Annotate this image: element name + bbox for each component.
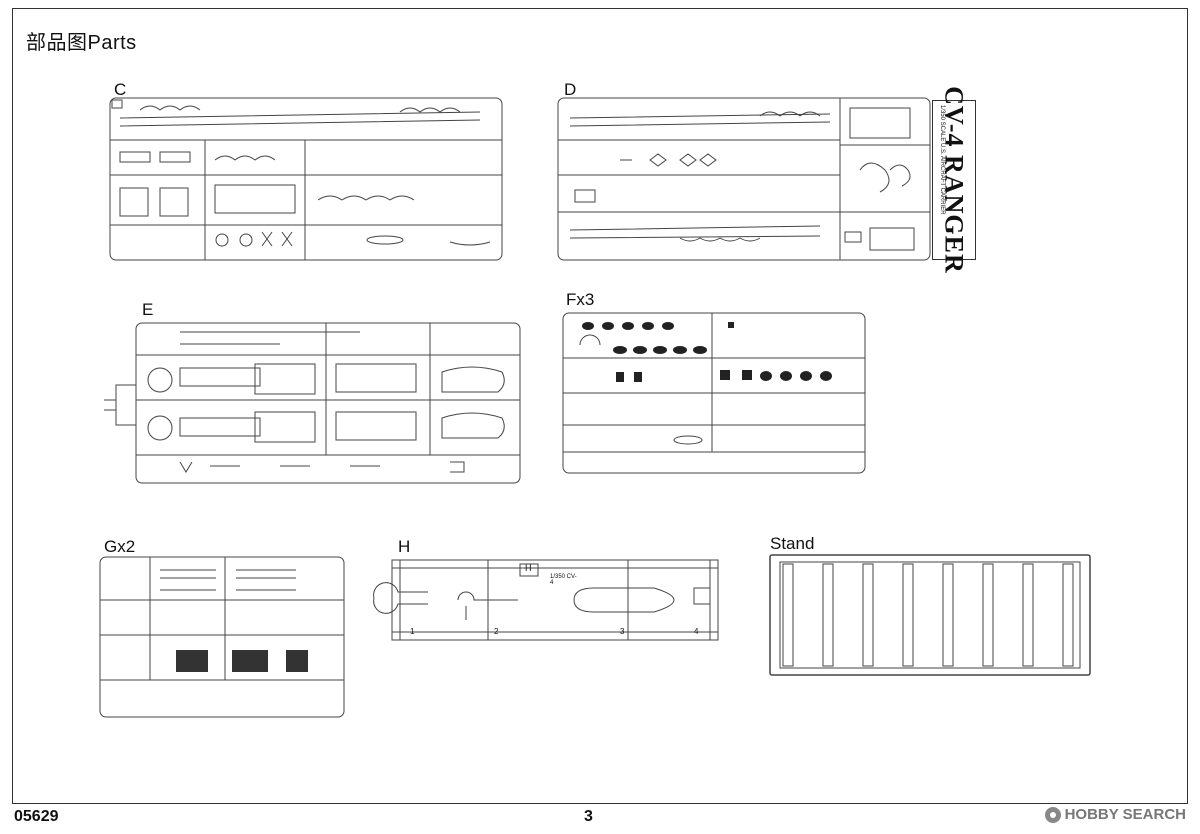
sprue-g: [99, 556, 345, 718]
stand-label: Stand: [770, 534, 815, 553]
sprue-e: [104, 322, 521, 484]
page-number: 3: [584, 808, 593, 825]
watermark: HOBBY SEARCH: [1044, 806, 1186, 823]
sprue-h-number-2: 2: [494, 627, 499, 636]
watermark-text: HOBBY SEARCH: [1064, 806, 1186, 823]
sprue-g-label: Gx2: [104, 537, 136, 556]
sprue-h-label: H: [398, 537, 411, 556]
sprue-h-plate: 1/350 CV-4: [550, 574, 577, 586]
sprue-h: [373, 559, 719, 641]
sprue-f: [562, 312, 866, 474]
sprue-h-number-4: 4: [694, 627, 699, 636]
page-frame: [12, 8, 1188, 804]
sprue-d-label: D: [564, 80, 577, 99]
sprue-h-number-3: 3: [620, 627, 625, 636]
sprue-f-label: Fx3: [566, 290, 595, 309]
hobby-search-logo-icon: [1044, 806, 1061, 823]
sprue-f-dark-parts: [582, 322, 832, 382]
sprue-c-label: C: [114, 80, 127, 99]
sprue-c: [109, 97, 503, 261]
sprue-h-number-1: 1: [410, 627, 415, 636]
ranger-title: CV-4 RANGER: [940, 86, 970, 274]
ranger-scale-text: 1/350 SCALE U.S. AIRCRAFT CARRIER: [939, 105, 945, 215]
page-title: 部品图Parts: [26, 32, 137, 54]
sprue-g-dark-parts: [176, 650, 308, 672]
sprue-e-label: E: [142, 300, 154, 319]
ranger-name-plate: 1/350 SCALE U.S. AIRCRAFT CARRIER CV-4 R…: [932, 86, 976, 274]
sprue-h-tag: H: [525, 563, 532, 573]
stand-sprue: [769, 554, 1091, 676]
sprue-d: [557, 97, 931, 261]
doc-number: 05629: [14, 808, 59, 825]
